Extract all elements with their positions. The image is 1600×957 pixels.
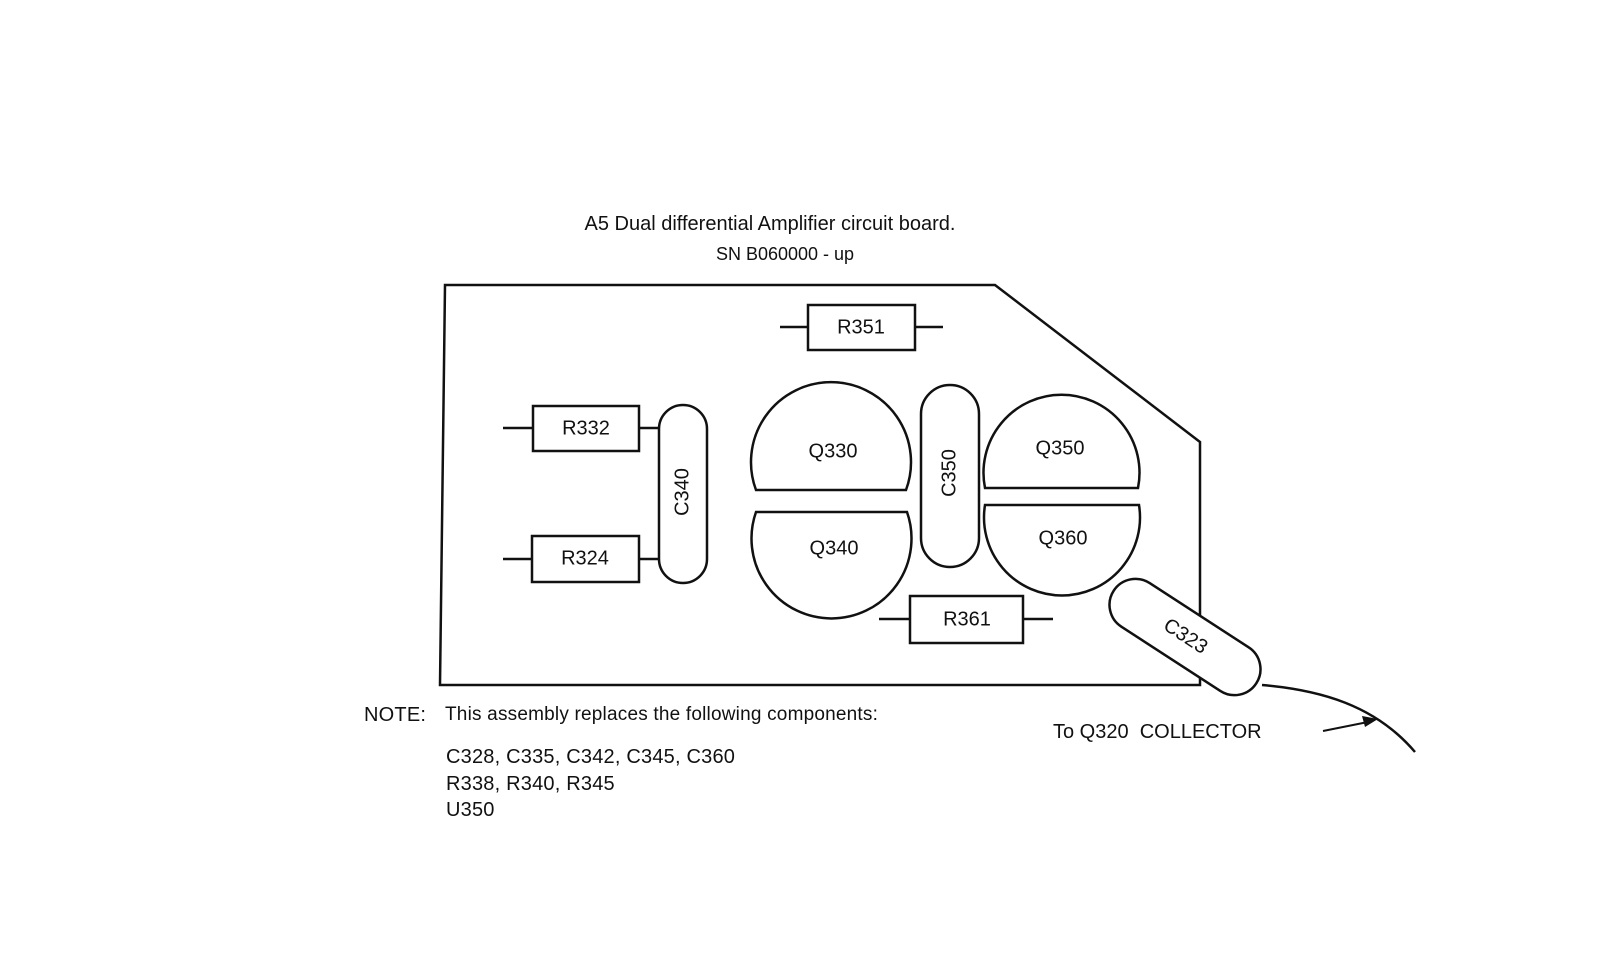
c323-lead-wire bbox=[1261, 683, 1416, 753]
transistor-q350: Q350 bbox=[982, 393, 1141, 490]
replaced-components-line-1: C328, C335, C342, C345, C360 bbox=[446, 746, 736, 768]
board-outline bbox=[438, 283, 1202, 687]
r332-label: R332 bbox=[562, 417, 610, 439]
diagram-subtitle: SN B060000 - up bbox=[716, 244, 854, 264]
transistor-q340: Q340 bbox=[750, 510, 913, 620]
resistor-r324: R324 bbox=[503, 534, 661, 584]
transistor-q330: Q330 bbox=[749, 380, 913, 492]
resistor-r332: R332 bbox=[503, 404, 661, 453]
capacitor-c340: C340 bbox=[657, 403, 709, 585]
capacitor-c323: C323 bbox=[1108, 577, 1262, 697]
collector-arrow bbox=[1322, 721, 1369, 732]
c350-label: C350 bbox=[938, 449, 960, 497]
r351-label: R351 bbox=[837, 316, 885, 338]
r361-label: R361 bbox=[943, 608, 991, 630]
connection-label: To Q320 COLLECTOR bbox=[1053, 721, 1262, 743]
replaced-components-line-2: R338, R340, R345 bbox=[446, 773, 615, 795]
r324-label: R324 bbox=[561, 547, 609, 569]
q350-label: Q350 bbox=[1036, 437, 1085, 459]
replaced-components-line-3: U350 bbox=[446, 799, 495, 821]
q360-label: Q360 bbox=[1039, 527, 1088, 549]
collector-arrow-head bbox=[1362, 716, 1378, 727]
resistor-r361: R361 bbox=[879, 594, 1053, 645]
c340-label: C340 bbox=[671, 468, 693, 516]
diagram-title: A5 Dual differential Amplifier circuit b… bbox=[585, 213, 956, 235]
note-heading: NOTE: bbox=[364, 704, 427, 726]
q330-label: Q330 bbox=[809, 440, 858, 462]
q340-label: Q340 bbox=[810, 537, 859, 559]
capacitor-c350: C350 bbox=[919, 383, 981, 569]
note-text: This assembly replaces the following com… bbox=[445, 704, 879, 725]
resistor-r351: R351 bbox=[780, 303, 943, 352]
transistor-q360: Q360 bbox=[982, 503, 1142, 597]
